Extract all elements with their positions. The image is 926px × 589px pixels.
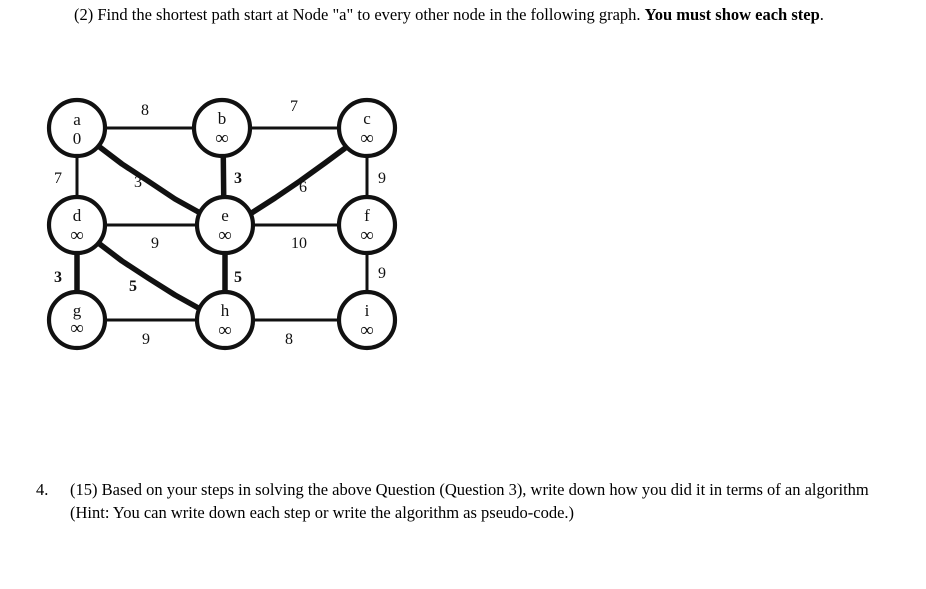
edge-c-e-line — [239, 143, 351, 222]
edge-d-h-line — [94, 239, 213, 318]
node-g-circle[interactable] — [46, 289, 108, 351]
question-4-body: (15) Based on your steps in solving the … — [70, 480, 869, 522]
edge-label-e-h: 5 — [234, 269, 242, 286]
node-b-circle[interactable] — [191, 97, 253, 159]
edge-label-b-e: 3 — [234, 170, 242, 187]
node-e-distance: ∞ — [218, 225, 232, 246]
question-4-number: 4. — [36, 480, 49, 499]
node-e-label: e — [221, 206, 229, 225]
node-i-distance: ∞ — [360, 320, 374, 341]
edge-label-a-d: 7 — [54, 170, 62, 187]
node-a[interactable]: a 0 — [46, 97, 108, 159]
node-d-label: d — [73, 206, 82, 225]
node-a-circle[interactable] — [46, 97, 108, 159]
node-h-label: h — [221, 301, 230, 320]
node-c-label: c — [363, 109, 371, 128]
graph-diagram: a 0 b ∞ c ∞ d ∞ — [30, 88, 410, 360]
question-2-period: . — [819, 5, 824, 24]
question-2-text: (2) Find the shortest path start at Node… — [74, 4, 886, 25]
node-c[interactable]: c ∞ — [336, 97, 398, 159]
node-g[interactable]: g ∞ — [46, 289, 108, 351]
edge-label-c-f: 9 — [378, 170, 386, 187]
edge-label-d-h: 5 — [129, 278, 137, 295]
edge-label-g-h: 9 — [142, 331, 150, 348]
node-i-circle[interactable] — [336, 289, 398, 351]
node-d[interactable]: d ∞ — [46, 194, 108, 256]
node-b-label: b — [218, 109, 227, 128]
edge-label-a-b: 8 — [141, 102, 149, 119]
node-c-circle[interactable] — [336, 97, 398, 159]
node-h-distance: ∞ — [218, 320, 232, 341]
edge-a-e-line — [94, 142, 213, 222]
node-g-label: g — [73, 301, 82, 320]
node-f-circle[interactable] — [336, 194, 398, 256]
node-f[interactable]: f ∞ — [336, 194, 398, 256]
node-f-label: f — [364, 206, 370, 225]
node-group: a 0 b ∞ c ∞ d ∞ — [46, 97, 398, 351]
edge-label-a-e: 3 — [134, 174, 142, 191]
node-b-distance: ∞ — [215, 128, 229, 149]
node-d-distance: ∞ — [70, 225, 84, 246]
question-2-prompt: (2) Find the shortest path start at Node… — [74, 5, 645, 24]
edge-label-f-i: 9 — [378, 265, 386, 282]
node-h[interactable]: h ∞ — [194, 289, 256, 351]
node-d-circle[interactable] — [46, 194, 108, 256]
node-e-circle[interactable] — [194, 194, 256, 256]
node-f-distance: ∞ — [360, 225, 374, 246]
edge-label-h-i: 8 — [285, 331, 293, 348]
node-a-distance: 0 — [73, 129, 82, 148]
question-4-text: 4. (15) Based on your steps in solving t… — [36, 478, 886, 524]
node-i[interactable]: i ∞ — [336, 289, 398, 351]
edge-label-d-g: 3 — [54, 269, 62, 286]
graph-svg: a 0 b ∞ c ∞ d ∞ — [46, 97, 398, 351]
edge-label-b-c: 7 — [290, 98, 298, 115]
edge-label-e-f: 10 — [291, 235, 307, 252]
node-c-distance: ∞ — [360, 128, 374, 149]
node-i-label: i — [365, 301, 370, 320]
edge-label-group: 8 7 7 3 3 6 9 9 10 3 5 5 9 9 8 — [54, 98, 386, 348]
question-2-emphasis: You must show each step — [644, 5, 820, 24]
node-b[interactable]: b ∞ — [191, 97, 253, 159]
edge-label-d-e: 9 — [151, 235, 159, 252]
edge-label-c-e: 6 — [299, 179, 307, 196]
node-h-circle[interactable] — [194, 289, 256, 351]
node-e[interactable]: e ∞ — [194, 194, 256, 256]
node-g-distance: ∞ — [70, 318, 84, 339]
node-a-label: a — [73, 110, 81, 129]
